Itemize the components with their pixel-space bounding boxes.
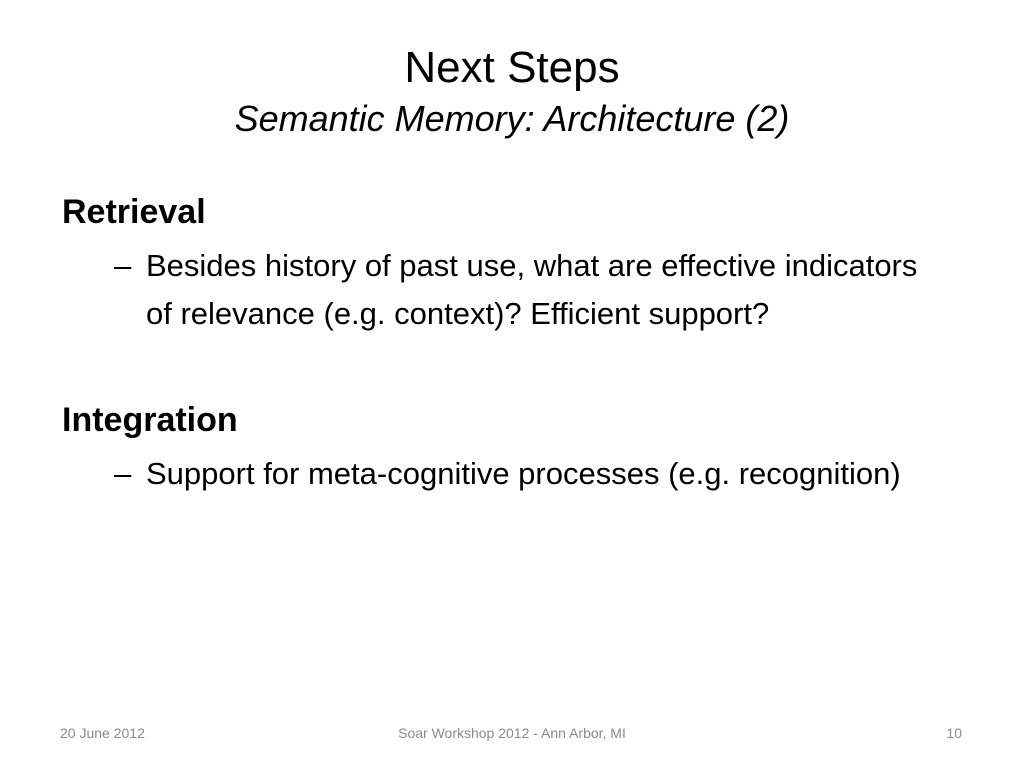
section-retrieval: Retrieval – Besides history of past use,… bbox=[62, 190, 942, 338]
section-spacer bbox=[62, 338, 942, 398]
bullet-text: Besides history of past use, what are ef… bbox=[146, 248, 918, 331]
footer-event: Soar Workshop 2012 - Ann Arbor, MI bbox=[398, 725, 626, 741]
slide-content: Retrieval – Besides history of past use,… bbox=[62, 190, 942, 498]
bullet-item: – Support for meta-cognitive processes (… bbox=[62, 450, 942, 498]
bullet-item: – Besides history of past use, what are … bbox=[62, 242, 942, 338]
dash-bullet-marker: – bbox=[114, 456, 132, 491]
footer-page-number: 10 bbox=[946, 725, 962, 741]
section-heading: Retrieval bbox=[62, 193, 206, 231]
slide-subtitle: Semantic Memory: Architecture (2) bbox=[234, 98, 790, 139]
section-heading: Integration bbox=[62, 401, 238, 439]
bullet-text: Support for meta-cognitive processes (e.… bbox=[146, 456, 901, 491]
slide-title: Next Steps bbox=[404, 43, 620, 92]
section-integration: Integration – Support for meta-cognitive… bbox=[62, 398, 942, 498]
title-block: Next Steps Semantic Memory: Architecture… bbox=[60, 40, 964, 142]
dash-bullet-marker: – bbox=[114, 248, 132, 283]
footer-date: 20 June 2012 bbox=[60, 725, 145, 741]
